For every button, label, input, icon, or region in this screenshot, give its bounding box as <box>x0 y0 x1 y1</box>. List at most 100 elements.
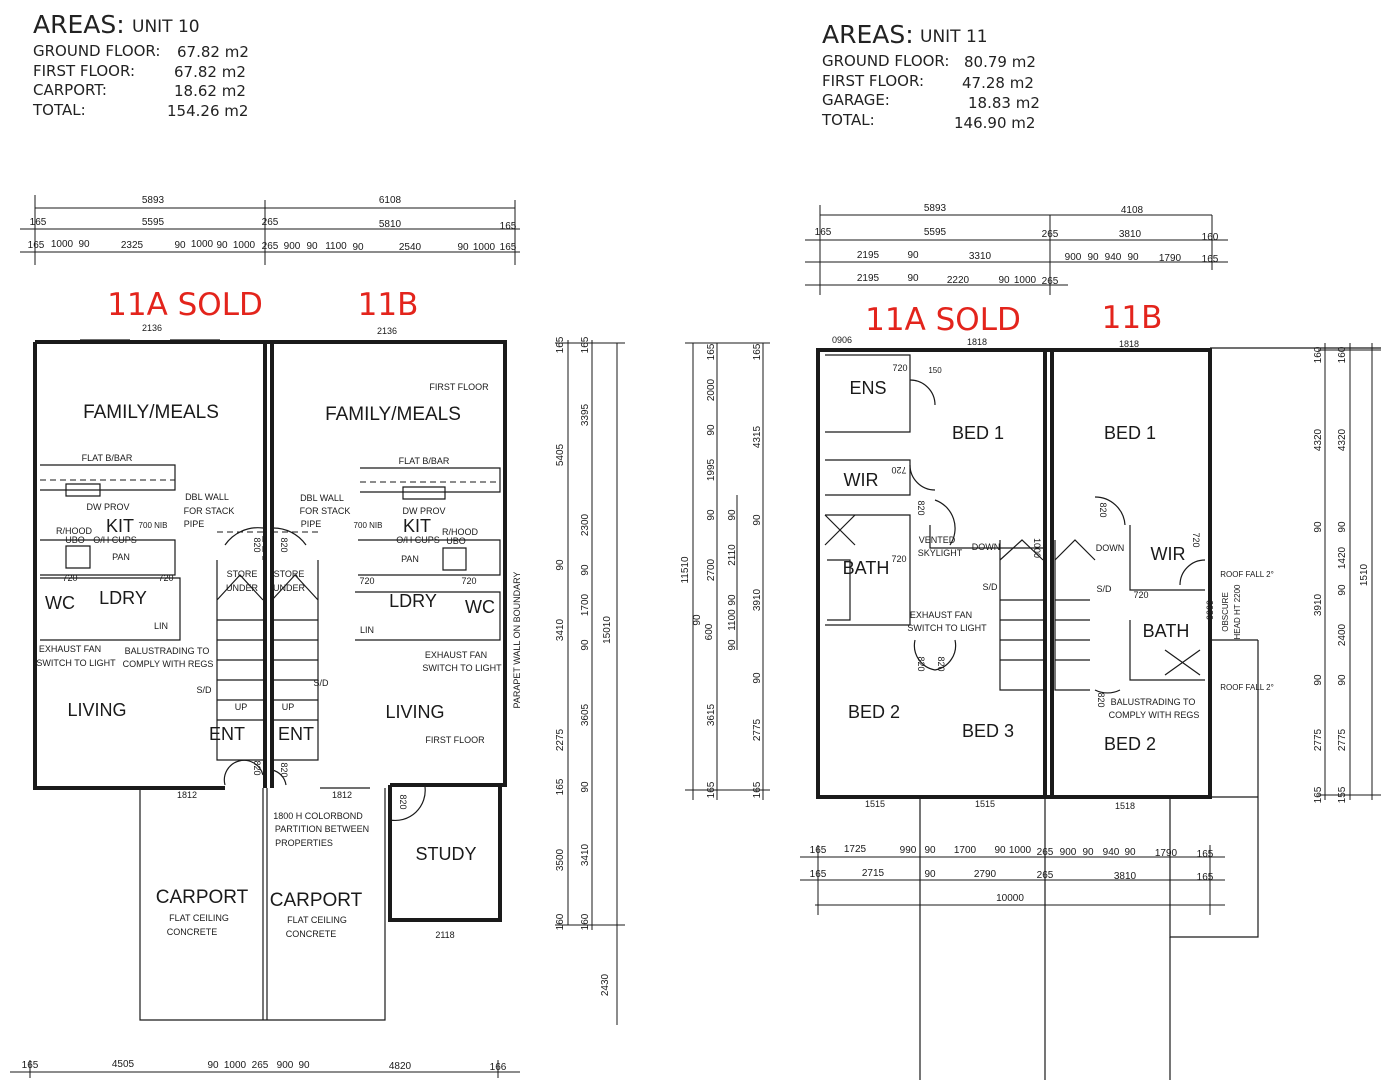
plan-note: 1812 <box>332 790 352 800</box>
dimension-label: 165 <box>810 845 827 856</box>
plan-note: FLAT B/BAR <box>399 456 450 466</box>
room-label: BED 2 <box>1104 734 1156 754</box>
area-label: TOTAL: <box>821 111 875 129</box>
sold-label-11a-ground: 11A SOLD <box>107 287 263 323</box>
plan-note: S/D <box>1096 584 1112 594</box>
sold-label-11a-first: 11A SOLD <box>865 302 1021 338</box>
area-label: FIRST FLOOR: <box>33 62 135 80</box>
plan-note: 820 <box>936 656 946 671</box>
ground-floor-walls <box>33 339 507 1021</box>
dimension-label: 165 <box>580 336 591 353</box>
plan-note: SWITCH TO LIGHT <box>36 658 116 668</box>
dimension-label: 6108 <box>379 195 402 206</box>
room-label: WIR <box>1151 544 1186 564</box>
dimension-label: 4320 <box>1313 428 1324 451</box>
plan-note: COMPLY WITH REGS <box>1109 710 1200 720</box>
dimension-label: 160 <box>1202 232 1219 243</box>
dimension-label: 165 <box>706 781 717 798</box>
dimension-label: 265 <box>1037 847 1054 858</box>
dimension-label: 3810 <box>1119 229 1142 240</box>
dimension-label: 90 <box>1313 674 1324 686</box>
dimension-label: 2430 <box>600 973 611 996</box>
dimension-label: 165 <box>555 336 566 353</box>
plan-note: 820 <box>279 762 289 777</box>
dimension-label: 265 <box>1042 229 1059 240</box>
room-label: WC <box>465 597 495 617</box>
dimension-label: 15010 <box>602 616 613 644</box>
plan-note: EXHAUST FAN <box>425 650 487 660</box>
plan-note: LIN <box>154 621 168 631</box>
dimension-label: 3615 <box>706 703 717 726</box>
plan-note: 720 <box>62 573 77 583</box>
dimension-label: 1100 <box>727 609 738 631</box>
dimension-label: 265 <box>262 217 279 228</box>
plan-note: S/D <box>313 678 329 688</box>
dimension-label: 90 <box>752 514 763 526</box>
dimension-label: 90 <box>207 1060 219 1071</box>
dimension-label: 1000 <box>224 1060 247 1071</box>
area-label: CARPORT: <box>33 81 107 99</box>
dimension-label: 2220 <box>947 275 970 286</box>
plan-note: 820 <box>916 656 926 671</box>
plan-note: DBL WALL <box>185 492 229 502</box>
dimension-label: 4505 <box>112 1059 135 1070</box>
dimension-label: 2790 <box>974 869 997 880</box>
dimension-label: 2195 <box>857 273 880 284</box>
dimension-label: 165 <box>1202 254 1219 265</box>
dimension-label: 2275 <box>555 728 566 751</box>
areas-title: AREAS: <box>822 20 914 49</box>
dimension-label: 160 <box>1337 346 1348 363</box>
plan-note: 720 <box>359 576 374 586</box>
dimension-label: 90 <box>1337 521 1348 533</box>
plan-note: UBO <box>65 535 85 545</box>
dimension-label: 4108 <box>1121 205 1144 216</box>
dimension-label: 2195 <box>857 250 880 261</box>
plan-note: 150 <box>928 366 942 375</box>
dimension-label: 940 <box>1105 252 1122 263</box>
area-value: 47.28 m2 <box>962 74 1034 92</box>
dimension-label: 90 <box>580 639 591 651</box>
plan-note: 1812 <box>177 790 197 800</box>
plan-note: UP <box>235 702 248 712</box>
plan-note: UNDER <box>226 583 259 593</box>
area-label: GROUND FLOOR: <box>822 52 949 70</box>
plan-note: 1818 <box>1119 339 1139 349</box>
plan-note: 2136 <box>142 323 162 333</box>
plan-note: 720 <box>892 363 907 373</box>
plan-note: DOWN <box>1096 543 1125 553</box>
dimension-label: 165 <box>810 869 827 880</box>
dimension-label: 90 <box>1124 847 1136 858</box>
dimension-label: 1700 <box>954 845 977 856</box>
plan-note: 700 NIB <box>139 521 168 530</box>
room-label: BED 1 <box>952 423 1004 443</box>
plan-note: PAN <box>401 554 419 564</box>
plan-note: PARTITION BETWEEN <box>275 824 369 834</box>
dimension-label: 165 <box>500 242 517 253</box>
unit-name: UNIT 11 <box>920 27 988 47</box>
areas-title: AREAS: <box>33 10 125 39</box>
dimension-label: 3910 <box>1313 593 1324 616</box>
dimension-label: 5405 <box>555 443 566 466</box>
first-floor-walls <box>816 347 1381 1080</box>
room-label: CARPORT <box>270 890 363 911</box>
room-label: BED 3 <box>962 721 1014 741</box>
plan-note: 1818 <box>967 337 987 347</box>
dimension-label: 90 <box>457 242 469 253</box>
dimension-label: 1790 <box>1155 848 1178 859</box>
plan-note: R/HOOD <box>56 526 93 536</box>
plan-note: S/D <box>196 685 212 695</box>
room-label: LIVING <box>67 700 126 720</box>
plan-note: ROOF FALL 2° <box>1220 683 1274 692</box>
plan-note: FIRST FLOOR <box>425 735 485 745</box>
dimension-label: 1000 <box>1009 845 1032 856</box>
plan-note: 720 <box>461 576 476 586</box>
plan-note: PARAPET WALL ON BOUNDARY <box>512 572 522 709</box>
plan-note: UP <box>282 702 295 712</box>
dimension-label: 160 <box>1313 346 1324 363</box>
plan-note: STORE <box>227 569 258 579</box>
dimension-label: 90 <box>216 240 228 251</box>
dimension-label: 90 <box>1082 847 1094 858</box>
dimension-label: 90 <box>907 273 919 284</box>
plan-note: 0309 <box>1205 600 1215 620</box>
